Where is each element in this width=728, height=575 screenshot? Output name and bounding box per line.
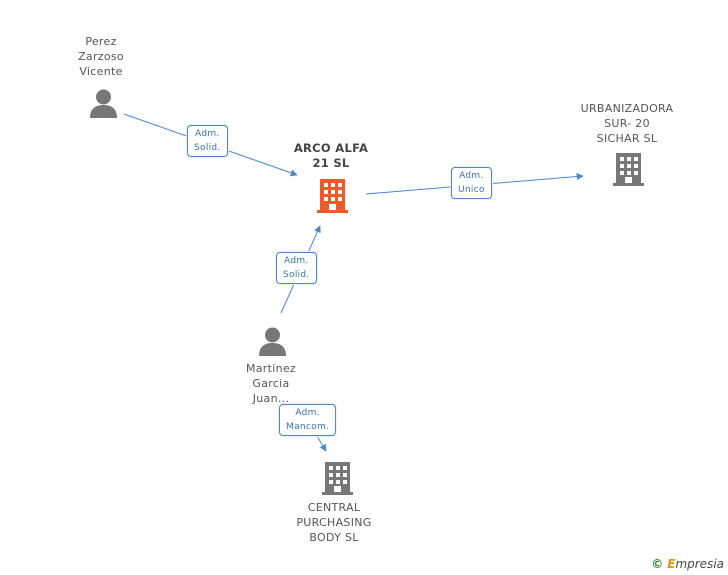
edge-badge-martinez-arco: Adm. Solid. xyxy=(276,252,317,284)
edge-badge-martinez-central: Adm. Mancom. xyxy=(279,404,337,436)
brand-initial: E xyxy=(667,557,676,571)
person-icon-martinez[interactable] xyxy=(258,326,287,356)
node-label-central[interactable]: CENTRAL PURCHASING BODY SL xyxy=(296,501,372,544)
brand-name: mpresia xyxy=(675,557,724,571)
node-label-arco[interactable]: ARCO ALFA 21 SL xyxy=(293,141,369,170)
node-label-urbanizadora[interactable]: URBANIZADORA SUR- 20 SICHAR SL xyxy=(580,102,674,145)
building-icon-arco[interactable] xyxy=(317,177,348,213)
empresia-credit[interactable]: ©Empresia xyxy=(651,557,724,571)
copyright-symbol: © xyxy=(651,557,664,571)
building-icon-central[interactable] xyxy=(322,460,353,495)
node-label-perez[interactable]: Perez Zarzoso Vicente xyxy=(78,35,124,78)
building-icon-urbanizadora[interactable] xyxy=(613,151,644,186)
edge-badge-perez-arco: Adm. Solid. xyxy=(187,125,228,157)
person-icon-perez[interactable] xyxy=(89,88,118,118)
edge-badge-arco-urbanizadora: Adm. Unico xyxy=(451,167,492,199)
node-label-martinez[interactable]: Martinez Garcia Juan... xyxy=(245,362,297,405)
